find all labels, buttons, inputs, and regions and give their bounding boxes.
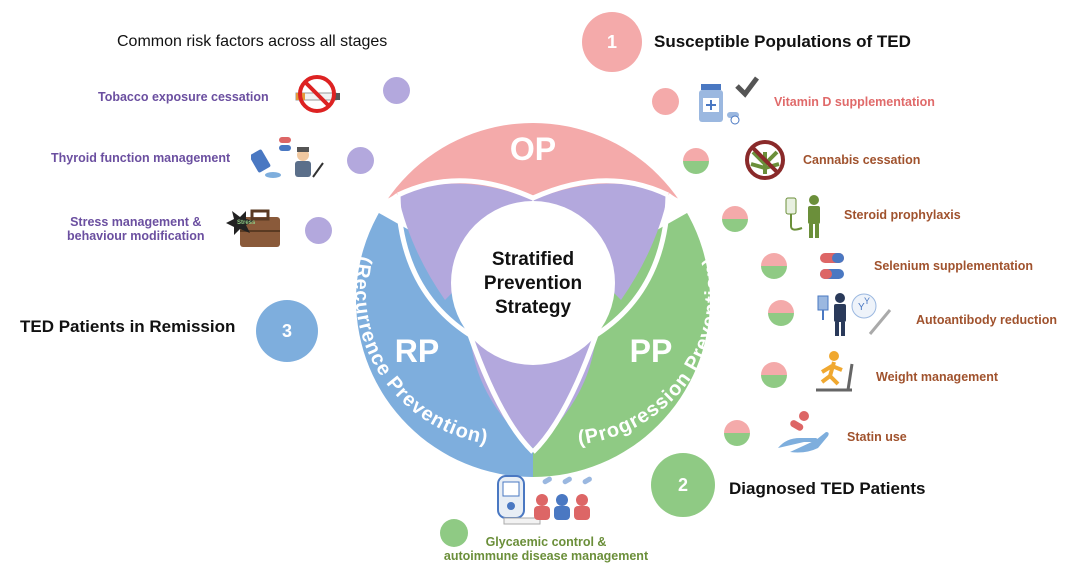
center-line-1: Stratified (492, 249, 574, 270)
stress-briefcase-icon: Stress (224, 207, 284, 251)
stage-2-number: 2 (677, 475, 688, 495)
medication-doctor-icon (251, 133, 327, 181)
factor-stress-line1: Stress management & (70, 215, 202, 229)
stage-3-label: TED Patients in Remission (20, 317, 236, 336)
factor-statin-label: Statin use (847, 430, 907, 444)
factor-glycaemic-line1: Glycaemic control & (485, 535, 607, 549)
factor-steroid-label: Steroid prophylaxis (844, 208, 961, 222)
factor-autoantibody-label: Autoantibody reduction (916, 313, 1057, 327)
pink-green-indicator-dot (761, 362, 787, 388)
factor-vitamin-d-label: Vitamin D supplementation (774, 95, 935, 109)
pink-green-indicator-dot (722, 206, 748, 232)
center-circle (451, 201, 615, 365)
factor-stress-line2: behaviour modification (67, 229, 205, 243)
antibody-icon: Y Y (816, 290, 896, 338)
pink-green-indicator-dot (683, 148, 709, 174)
pink-green-indicator-dot (768, 300, 794, 326)
rp-abbr: RP (395, 333, 439, 369)
center-line-2: Prevention (484, 273, 582, 294)
svg-text:Stress: Stress (237, 220, 256, 226)
pills-icon (816, 251, 850, 283)
no-smoking-icon (290, 73, 342, 115)
svg-text:Y: Y (858, 302, 865, 313)
op-region (356, 123, 710, 200)
pp-abbr: PP (630, 333, 673, 369)
stage-1-number: 1 (606, 32, 617, 52)
stage-2-label: Diagnosed TED Patients (729, 479, 926, 498)
green-indicator-dot (440, 519, 468, 547)
purple-indicator-dot (383, 77, 410, 104)
purple-indicator-dot (305, 217, 332, 244)
no-cannabis-icon (743, 138, 787, 182)
factor-cannabis-label: Cannabis cessation (803, 153, 921, 167)
op-abbr: OP (510, 131, 556, 167)
stage-2-circle: 2 (651, 453, 715, 517)
factor-glycaemic-label: Glycaemic control & autoimmune disease m… (441, 535, 651, 563)
rp-region (356, 200, 533, 477)
purple-indicator-dot (347, 147, 374, 174)
center-line-3: Strategy (495, 297, 571, 318)
factor-tobacco-label: Tobacco exposure cessation (98, 90, 269, 104)
pink-green-indicator-dot (724, 420, 750, 446)
svg-text:Y: Y (864, 296, 870, 306)
stage-3-number: 3 (281, 321, 292, 341)
factor-selenium-label: Selenium supplementation (874, 259, 1034, 273)
pink-green-indicator-dot (761, 253, 787, 279)
factor-weight-label: Weight management (876, 370, 999, 384)
vitamin-bottle-icon (697, 74, 759, 126)
hand-pills-icon (776, 408, 832, 456)
pink-indicator-dot (652, 88, 679, 115)
stage-1-label: Susceptible Populations of TED (654, 32, 911, 51)
treadmill-icon (812, 350, 856, 394)
pp-region (533, 200, 710, 477)
iv-drip-icon (782, 192, 828, 240)
factor-glycaemic-line2: autoimmune disease management (443, 549, 649, 563)
common-risk-heading: Common risk factors across all stages (117, 33, 388, 50)
stage-1-circle: 1 (582, 12, 642, 72)
glucose-meter-icon (496, 472, 602, 532)
factor-thyroid-label: Thyroid function management (51, 151, 231, 165)
stage-3-circle: 3 (256, 300, 318, 362)
factor-stress-label: Stress management & behaviour modificati… (67, 215, 205, 243)
